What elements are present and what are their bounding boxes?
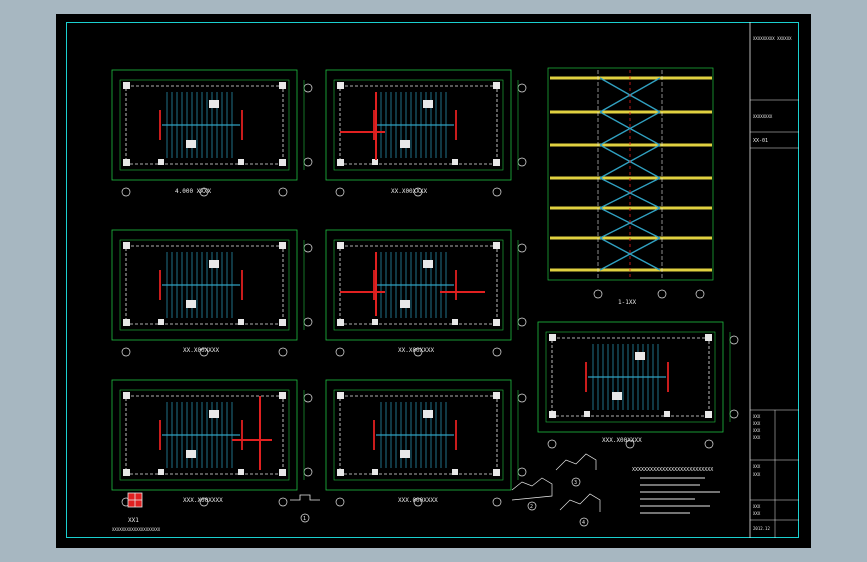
plan-title-4: XX.X00XXXX (398, 347, 435, 354)
callout-4: 4 (582, 520, 585, 526)
plan-title-6: XXX.000XXXX (398, 497, 438, 504)
callout-1: 1 (303, 516, 306, 522)
plan-title-7: XXX.X00XXXX (602, 437, 642, 444)
drawing-border (66, 22, 799, 538)
section-title: 1-1XX (618, 299, 636, 306)
tb-row-4: XXX (753, 435, 761, 440)
project-name: XXXXXXXX (753, 114, 773, 119)
sheet-number: XX-01 (753, 138, 768, 144)
tb-row-7: XXX (753, 504, 761, 509)
company-name: XXXXXXXXX XXXXXX (753, 36, 792, 41)
callout-2: 2 (530, 504, 533, 510)
detail-label: XX1 (128, 517, 139, 524)
tb-row-8: XXX (753, 511, 761, 516)
general-notes: XXXXXXXXXXXXXXXXXXXXXXXXXXX (632, 467, 720, 514)
tb-row-2: XXX (753, 421, 761, 426)
tb-row-6: XXX (753, 472, 761, 477)
plan-title-1: 4.000 XXXX (175, 188, 212, 195)
detail-sections: 1 2 3 4 (290, 453, 601, 527)
tb-row-5: XXX (753, 464, 761, 469)
plan-title-5: XXX.X00XXXX (183, 497, 223, 504)
tb-row-3: XXX (753, 428, 761, 433)
tb-row-1: XXX (753, 414, 761, 419)
sheet-date: 2012.12 (753, 526, 770, 531)
stair-section: 1-1XX (547, 67, 714, 306)
plan-title-2: XX.X00XXXX (391, 188, 428, 195)
plan-titles: 4.000 XXXX XX.X00XXXX XX.X00XXXX XX.X00X… (175, 188, 642, 504)
callout-3: 3 (574, 480, 577, 486)
detail-note: XXXXXXXXXXXXXXXXXXXX (112, 527, 161, 532)
notes-header: XXXXXXXXXXXXXXXXXXXXXXXXXXX (632, 467, 713, 473)
detail-column: XX1 XXXXXXXXXXXXXXXXXXXX (112, 492, 161, 532)
plan-title-3: XX.X00XXXX (183, 347, 220, 354)
highlighted-beams (232, 92, 485, 470)
title-block: XXXXXXXXX XXXXXX XXXXXXXX XX-01 2012.12 … (749, 22, 799, 538)
